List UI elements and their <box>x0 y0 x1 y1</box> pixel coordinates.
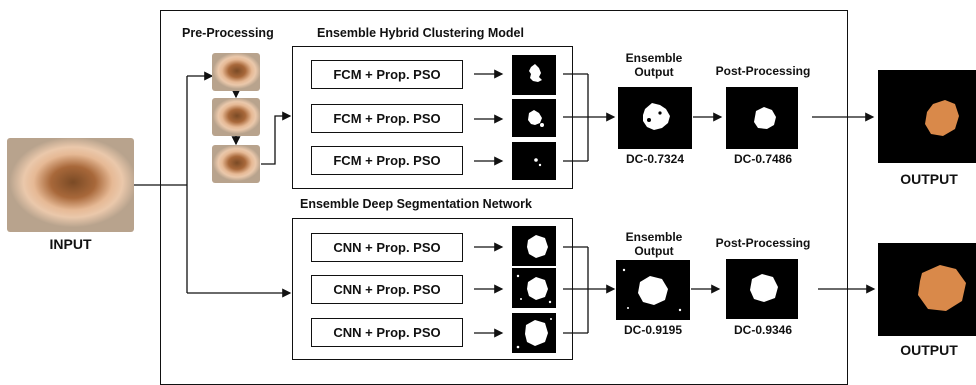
clustering-post-dc: DC-0.7486 <box>733 152 793 166</box>
clustering-method-1: FCM + Prop. PSO <box>311 60 463 89</box>
clustering-method-2: FCM + Prop. PSO <box>311 104 463 133</box>
deep-post-dc: DC-0.9346 <box>733 323 793 337</box>
clustering-group <box>292 46 573 189</box>
clustering-mask-1 <box>512 55 556 95</box>
deep-method-3: CNN + Prop. PSO <box>311 318 463 347</box>
clustering-ensemble-mask <box>618 87 692 149</box>
deep-method-2: CNN + Prop. PSO <box>311 275 463 304</box>
clustering-title: Ensemble Hybrid Clustering Model <box>317 26 524 40</box>
deep-mask-1 <box>512 226 556 266</box>
connector-lines <box>133 69 876 338</box>
clustering-post-mask <box>726 87 798 149</box>
clustering-output-image <box>878 70 976 163</box>
input-image <box>7 138 134 232</box>
deep-post-label: Post-Processing <box>715 236 811 250</box>
deep-method-1: CNN + Prop. PSO <box>311 233 463 262</box>
deep-ensemble-label: Ensemble Output <box>625 230 683 258</box>
deep-post-mask <box>726 259 798 319</box>
clustering-method-3: FCM + Prop. PSO <box>311 146 463 175</box>
deep-group <box>292 218 573 360</box>
deep-mask-3 <box>512 313 556 353</box>
deep-ensemble-mask <box>616 260 690 320</box>
preprocessing-image-1 <box>212 53 260 91</box>
clustering-post-label: Post-Processing <box>715 64 811 78</box>
deep-output-label: OUTPUT <box>900 342 958 358</box>
deep-output-image <box>878 243 976 336</box>
clustering-mask-2 <box>512 99 556 137</box>
preprocessing-title: Pre-Processing <box>182 26 274 40</box>
clustering-output-label: OUTPUT <box>900 171 958 187</box>
preprocessing-image-2 <box>212 98 260 136</box>
clustering-mask-3 <box>512 142 556 180</box>
deep-title: Ensemble Deep Segmentation Network <box>300 197 533 211</box>
clustering-ensemble-dc: DC-0.7324 <box>625 152 685 166</box>
input-label: INPUT <box>49 236 92 252</box>
deep-ensemble-dc: DC-0.9195 <box>623 323 683 337</box>
deep-mask-2 <box>512 268 556 308</box>
clustering-ensemble-label: Ensemble Output <box>625 51 683 79</box>
preprocessing-image-3 <box>212 145 260 183</box>
